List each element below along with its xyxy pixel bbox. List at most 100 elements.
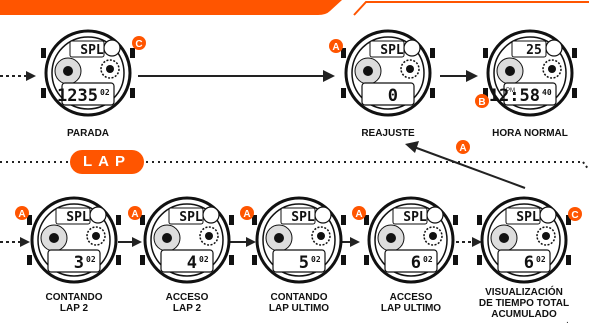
watch-top-text: 25 (526, 43, 542, 58)
button-tag-a: A (329, 39, 343, 53)
watch-subdial-right-center (542, 232, 550, 240)
caption-visualizacion-tiempo-total: VISUALIZACIÓNDE TIEMPO TOTALACUMULADO (479, 287, 569, 320)
watch-small-text: 02 (536, 255, 546, 264)
watch-top-text: SPL (291, 210, 315, 225)
header-bar-left (0, 0, 342, 15)
watch-side-button (140, 255, 145, 265)
watch-top-dial (404, 40, 420, 56)
caption-line: LAP ULTIMO (269, 303, 329, 314)
caption-line: PARADA (67, 128, 109, 139)
arrow-head (246, 237, 256, 247)
watch-side-button (364, 255, 369, 265)
watch-bottom-text: 4 (187, 253, 197, 273)
watch-subdial-center (49, 233, 59, 243)
watch-subdial-right-center (406, 65, 414, 73)
caption-line: LAP ULTIMO (381, 303, 441, 314)
watch-subdial-right-center (317, 232, 325, 240)
watch-side-button (341, 215, 346, 225)
watch-small-text: 40 (542, 88, 552, 97)
watch-subdial-right-center (548, 65, 556, 73)
watch-top-text: SPL (179, 210, 203, 225)
caption-line: CONTANDO (45, 292, 102, 303)
button-tag-a: A (352, 206, 366, 220)
watch-subdial-center (505, 66, 515, 76)
watch-bottom-text: 5 (299, 253, 309, 273)
caption-hora-normal: HORA NORMAL (492, 128, 568, 139)
arrow-head (472, 237, 482, 247)
watch-subdial-center (162, 233, 172, 243)
watch-bottom-text: 3 (74, 253, 84, 273)
watch-top-text: SPL (80, 43, 104, 58)
watch-side-button (116, 215, 121, 225)
watch-small-text: 02 (199, 255, 209, 264)
lap-section-label: LAP (70, 150, 144, 174)
arrow-head (132, 237, 142, 247)
watch-side-button (430, 88, 435, 98)
button-tag-letter: A (459, 143, 466, 154)
watch-small-text: 02 (86, 255, 96, 264)
watch-top-text: SPL (66, 210, 90, 225)
caption-line: ACUMULADO (479, 309, 569, 320)
watch-subdial-center (363, 66, 373, 76)
watch-side-button (483, 48, 488, 58)
watch-side-button (116, 255, 121, 265)
button-tag-letter: A (18, 209, 25, 220)
caption-line: CONTANDO (269, 292, 329, 303)
watch-top-dial (315, 207, 331, 223)
watch-reajuste: SPL 0 (341, 31, 435, 115)
watch-side-button (572, 48, 577, 58)
watch-side-button (453, 215, 458, 225)
watch-top-dial (427, 207, 443, 223)
caption-line: DE TIEMPO TOTAL (479, 298, 569, 309)
watch-hora-normal: 2512:5840PM (483, 31, 577, 115)
button-tag-letter: B (478, 97, 485, 108)
watch-bottom-text: 6 (524, 253, 534, 273)
watch-side-button (477, 215, 482, 225)
watch-bottom-text: 1235 (57, 86, 98, 106)
watch-subdial-center (274, 233, 284, 243)
watch-acceso-lap-ultimo: SPL 602 (364, 198, 458, 282)
button-tag-letter: A (355, 209, 362, 220)
watch-top-text: SPL (403, 210, 427, 225)
caption-contando-lap-2: CONTANDOLAP 2 (45, 292, 102, 314)
caption-line: LAP 2 (45, 303, 102, 314)
watch-pm-indicator: PM (506, 88, 515, 94)
button-tag-c: C (132, 36, 146, 50)
watch-small-text: 02 (423, 255, 433, 264)
button-tag-letter: C (135, 39, 142, 50)
button-tag-letter: A (243, 209, 250, 220)
watch-subdial-right-center (106, 65, 114, 73)
caption-line: VISUALIZACIÓN (479, 287, 569, 298)
watch-bottom-text: 0 (388, 86, 398, 106)
arrow-head (323, 70, 335, 82)
watch-side-button (41, 88, 46, 98)
button-tag-a: A (240, 206, 254, 220)
caption-line: ACCESO (381, 292, 441, 303)
caption-parada: PARADA (67, 128, 109, 139)
button-tag-a: A (15, 206, 29, 220)
watch-subdial-center (499, 233, 509, 243)
watch-side-button (566, 255, 571, 265)
watch-top-dial (540, 207, 556, 223)
watch-side-button (453, 255, 458, 265)
watch-side-button (229, 255, 234, 265)
watch-subdial-right-center (205, 232, 213, 240)
button-tag-a: A (456, 140, 470, 154)
caption-line: ACCESO (166, 292, 209, 303)
header-bar-right (354, 2, 589, 15)
watch-side-button (341, 88, 346, 98)
watch-side-button (130, 88, 135, 98)
watch-top-dial (203, 207, 219, 223)
caption-line: LAP 2 (166, 303, 209, 314)
watch-top-dial (90, 207, 106, 223)
watch-top-text: SPL (516, 210, 540, 225)
watch-side-button (41, 48, 46, 58)
watch-bottom-text: 6 (411, 253, 421, 273)
watch-top-text: SPL (380, 43, 404, 58)
